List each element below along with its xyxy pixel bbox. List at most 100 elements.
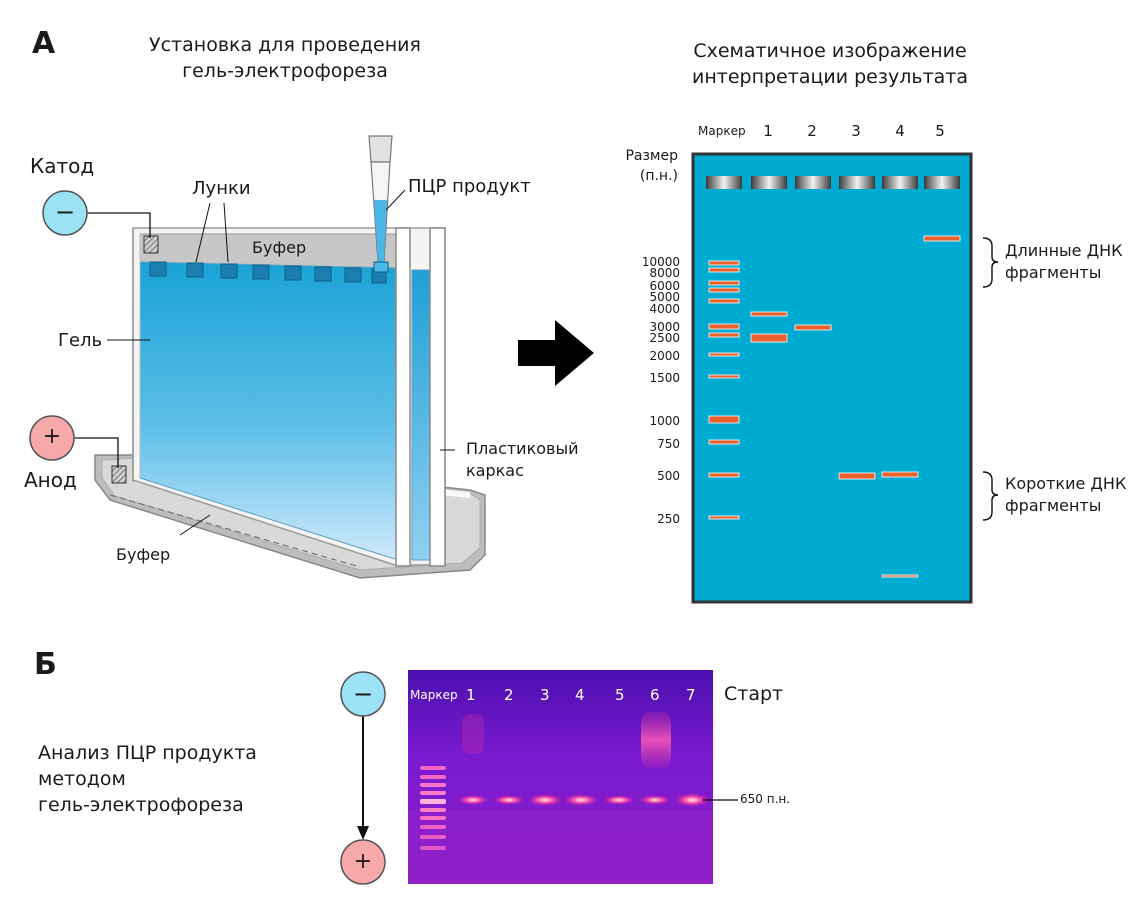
schematic-lane-label: 4 <box>895 122 905 140</box>
schematic-title: Схематичное изображение интерпретации ре… <box>660 38 1000 90</box>
migration-arrow-head-icon <box>357 826 369 840</box>
gel-minus-symbol: − <box>352 680 374 708</box>
lane6-smear <box>641 712 671 768</box>
schematic-title-line2: интерпретации результата <box>691 66 968 88</box>
size-axis-label: Размер (п.н.) <box>620 146 678 186</box>
short-fragments-line2: фрагменты <box>1005 496 1102 515</box>
size-label-line2: (п.н.) <box>639 168 678 184</box>
schematic-well <box>751 176 787 189</box>
schematic-lane-label: 3 <box>851 122 861 140</box>
size-tick: 2000 <box>649 349 680 363</box>
pipette-icon <box>368 135 393 273</box>
gel-marker-ladder <box>420 766 446 850</box>
marker-band <box>708 280 740 286</box>
size-tick: 6000 <box>649 279 680 293</box>
gel-band <box>457 795 489 805</box>
marker-band <box>708 472 740 478</box>
gel-band <box>674 793 710 807</box>
schematic-marker-label: Маркер <box>698 124 746 138</box>
section-b-letter: Б <box>34 647 57 682</box>
size-tick: 1000 <box>649 414 680 428</box>
marker-band <box>708 332 740 338</box>
size-tick: 4000 <box>649 302 680 316</box>
gel-band <box>527 794 563 806</box>
buffer-top-label: Буфер <box>252 238 307 257</box>
lane1-band <box>750 311 788 317</box>
gel-lane-label: 1 <box>466 686 476 704</box>
result-arrow-icon <box>518 320 594 386</box>
lane2-band <box>794 324 832 331</box>
long-fragments-label: Длинные ДНК фрагменты <box>1005 240 1123 284</box>
band-size-label: 650 п.н. <box>740 792 791 806</box>
schematic-well <box>706 176 742 189</box>
schematic-lane-label: 1 <box>763 122 773 140</box>
anode-plus-icon <box>29 415 75 461</box>
analysis-line1: Анализ ПЦР продукта <box>38 742 257 764</box>
anode-wire <box>65 437 119 468</box>
marker-band <box>708 439 740 445</box>
marker-band <box>708 267 740 273</box>
schematic-well <box>795 176 831 189</box>
gel-plus-icon <box>340 839 386 885</box>
cathode-wire <box>87 212 151 238</box>
analysis-text: Анализ ПЦР продукта методом гель-электро… <box>38 740 257 818</box>
gel-lane-label: 3 <box>540 686 550 704</box>
cathode-electrode <box>143 235 159 254</box>
gel-plus-symbol: + <box>353 849 373 874</box>
schematic-title-line1: Схематичное изображение <box>693 40 967 62</box>
setup-title-line1: Установка для проведения <box>149 34 421 56</box>
gel-lane-label: 4 <box>575 686 585 704</box>
marker-band <box>708 260 740 266</box>
buffer-bottom-label: Буфер <box>116 545 171 564</box>
marker-band <box>708 374 740 379</box>
gel-lane-label: 2 <box>504 686 514 704</box>
analysis-line2: методом <box>38 768 126 790</box>
gel-photo <box>408 670 713 884</box>
lane5-band <box>923 235 961 242</box>
gel-minus-icon <box>340 671 386 717</box>
schematic-well <box>882 176 918 189</box>
gel-marker-label: Маркер <box>410 688 458 702</box>
schematic-lane-label: 5 <box>935 122 945 140</box>
long-fragments-brace-icon <box>982 237 999 288</box>
schematic-well <box>924 176 960 189</box>
lane4-band <box>881 574 919 578</box>
long-fragments-line2: фрагменты <box>1005 263 1102 282</box>
short-fragments-label: Короткие ДНК фрагменты <box>1005 473 1126 517</box>
setup-title: Установка для проведения гель-электрофор… <box>120 32 450 84</box>
gel-band <box>639 795 671 805</box>
cathode-minus-symbol: − <box>54 198 76 226</box>
frame-label: Пластиковый каркас <box>466 438 579 482</box>
frame-label-line1: Пластиковый <box>466 439 579 458</box>
start-label: Старт <box>724 683 784 705</box>
section-a-letter: А <box>32 26 56 61</box>
cathode-label: Катод <box>30 154 95 178</box>
marker-band <box>708 323 740 330</box>
long-fragments-line1: Длинные ДНК <box>1005 241 1123 260</box>
marker-band <box>708 298 740 304</box>
marker-band <box>708 415 740 424</box>
schematic-lane-label: 2 <box>807 122 817 140</box>
analysis-line3: гель-электрофореза <box>38 794 244 816</box>
anode-label: Анод <box>24 468 77 492</box>
size-tick: 3000 <box>649 320 680 334</box>
size-tick: 5000 <box>649 290 680 304</box>
wells-label: Лунки <box>192 178 251 199</box>
pcr-product-label: ПЦР продукт <box>408 176 531 197</box>
gel-lane-label: 5 <box>615 686 625 704</box>
frame-label-line2: каркас <box>466 461 524 480</box>
lane3-band <box>838 472 876 480</box>
size-tick: 8000 <box>649 266 680 280</box>
size-label-line1: Размер <box>625 148 678 164</box>
gel-band <box>493 795 525 805</box>
marker-band <box>708 515 740 520</box>
size-tick: 1500 <box>649 371 680 385</box>
anode-electrode <box>111 465 127 484</box>
cathode-minus-icon <box>42 190 88 236</box>
anode-plus-symbol: + <box>42 424 62 449</box>
size-tick: 2500 <box>649 331 680 345</box>
lane4-band <box>881 471 919 478</box>
